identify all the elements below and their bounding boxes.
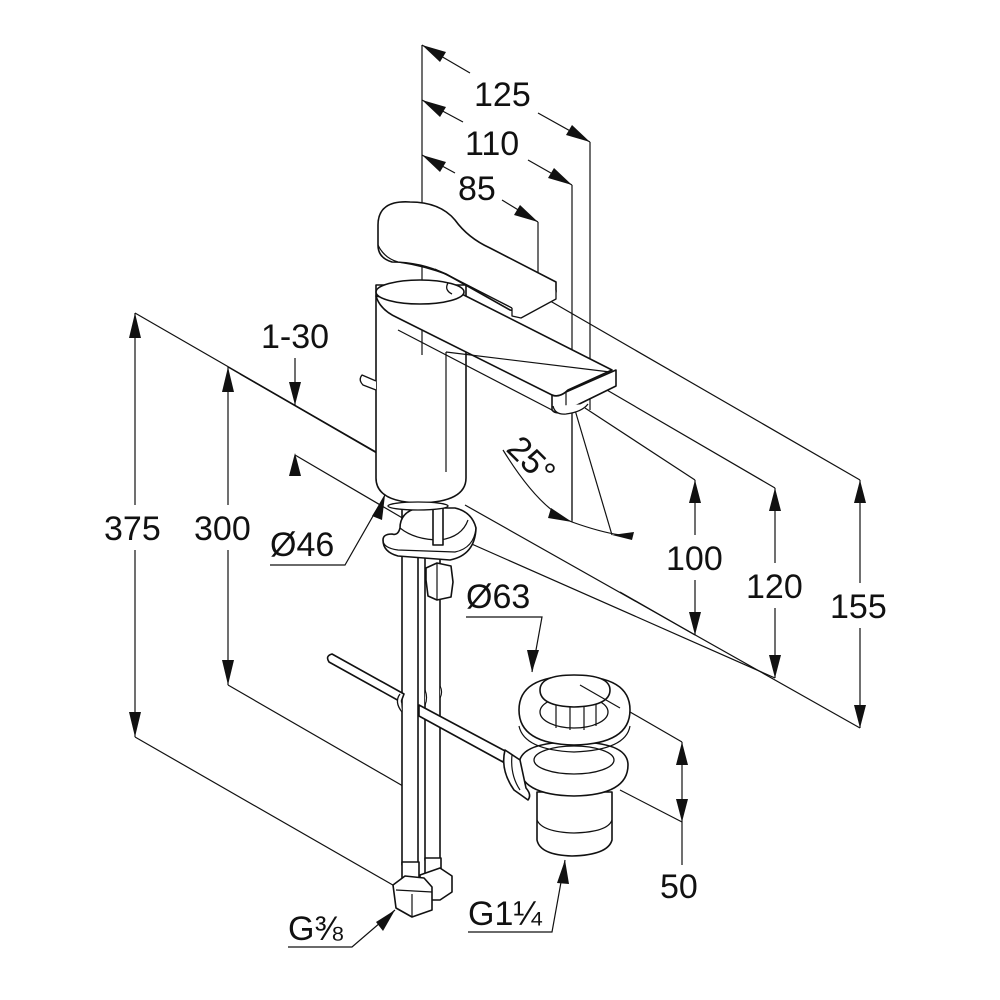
ext-line-375-bottom	[134, 736, 399, 889]
angle-line-inclined	[574, 409, 613, 536]
lever-handle	[375, 201, 557, 319]
rod-clip	[424, 689, 428, 706]
lever-plate-front	[511, 290, 557, 319]
arrow-thread-g114	[557, 860, 569, 884]
label-lever-reach-85: 85	[458, 170, 496, 208]
arrow-50-mid	[676, 799, 688, 822]
label-hose-thread: G⅜	[288, 910, 343, 948]
arrow-angle-right	[612, 532, 634, 540]
spout-top-line	[445, 351, 611, 373]
stud-hex-nut	[425, 562, 454, 601]
rod-clip-right	[439, 685, 443, 699]
hose-left	[401, 504, 419, 866]
arrow-110-left	[422, 100, 446, 117]
label-spout-reach-110: 110	[465, 125, 519, 163]
label-spout-angle: 25°	[499, 429, 562, 492]
arrow-50-top	[676, 742, 688, 765]
arrow-1-30-up	[289, 453, 301, 476]
arrow-100-bottom	[689, 612, 701, 635]
arrow-85-right	[514, 205, 538, 222]
leader-thread-g114	[468, 859, 566, 933]
arrow-diameter-63	[527, 650, 539, 672]
ext-line-155-top	[544, 297, 861, 481]
spout-lower-edge	[397, 329, 553, 411]
pull-rod-joint	[396, 693, 403, 713]
arrow-125-left	[422, 45, 446, 62]
pull-rod	[326, 653, 508, 763]
dimension-labels: 125 110 85 1-30 375 300 Ø46 25° 100 120 …	[104, 76, 887, 948]
arrow-300-bottom	[222, 660, 234, 685]
arrowheads	[129, 45, 866, 931]
body-bottom-ring	[387, 501, 449, 511]
waste-clamp	[502, 749, 531, 801]
ext-line-50-bottom	[619, 789, 683, 823]
arrow-1-30-down	[289, 382, 301, 405]
spout	[375, 284, 617, 415]
ext-line-100-top	[584, 407, 696, 481]
arrow-375-top	[129, 313, 141, 338]
label-spout-reach-125: 125	[474, 76, 531, 114]
arrow-155-bottom	[854, 705, 866, 728]
arrow-diameter-46	[372, 495, 385, 520]
mounting-bracket	[382, 504, 477, 601]
handle-base-ring	[375, 279, 465, 305]
arrow-100-top	[689, 480, 701, 503]
pop-up-waste	[502, 674, 631, 857]
pull-rod-left	[326, 653, 405, 703]
arrow-375-bottom	[129, 712, 141, 737]
arrow-155-top	[854, 480, 866, 503]
waste-tail	[536, 791, 613, 857]
handle-cap-underside	[377, 244, 513, 309]
horseshoe-edge	[382, 527, 477, 553]
arrow-thread-g38	[376, 910, 395, 931]
arrow-angle-left	[548, 508, 572, 522]
handle-cap	[377, 201, 557, 313]
lever-line	[434, 268, 513, 309]
spout-front	[551, 369, 617, 414]
faucet	[326, 201, 631, 918]
waste-plug-axis	[579, 684, 621, 709]
waste-clamp-inner	[511, 754, 521, 791]
waste-lower-slot	[533, 745, 615, 775]
arrow-125-right	[566, 125, 590, 142]
waste-tail-ring	[536, 819, 613, 834]
ext-line-100-bottom	[619, 591, 696, 636]
label-overall-height-155: 155	[830, 588, 887, 626]
body-side-stub	[359, 374, 377, 391]
ext-line-1-30-top	[239, 373, 391, 461]
arrow-120-top	[769, 488, 781, 511]
arrow-300-top	[222, 367, 234, 392]
leader-diameter-46	[270, 494, 386, 566]
horseshoe-washer	[382, 507, 477, 561]
label-waste-thread: G1¼	[468, 895, 542, 933]
waste-plug-cap	[539, 674, 611, 708]
ext-line-120-top	[599, 385, 776, 489]
label-waste-height: 50	[660, 868, 698, 906]
label-deck-thickness: 1-30	[261, 318, 329, 356]
ext-line-120-bottom	[439, 529, 776, 679]
label-spout-height-100: 100	[666, 540, 723, 578]
arrow-120-bottom	[769, 655, 781, 678]
label-total-height: 375	[104, 510, 161, 548]
dimension-lines	[134, 44, 861, 948]
spout-aerator	[552, 403, 589, 415]
label-body-diameter: Ø46	[270, 526, 334, 564]
ext-line-300-bottom	[227, 684, 416, 794]
label-waste-diameter: Ø63	[466, 578, 530, 616]
threaded-stud	[432, 504, 444, 546]
lever-pivot	[446, 282, 453, 295]
hex-nut-left-edge	[395, 889, 433, 893]
label-hose-length: 300	[194, 510, 251, 548]
waste-flange-ring	[518, 725, 631, 753]
arrow-110-right	[548, 168, 572, 185]
arrow-85-left	[422, 155, 446, 172]
label-spout-height-120: 120	[746, 568, 803, 606]
